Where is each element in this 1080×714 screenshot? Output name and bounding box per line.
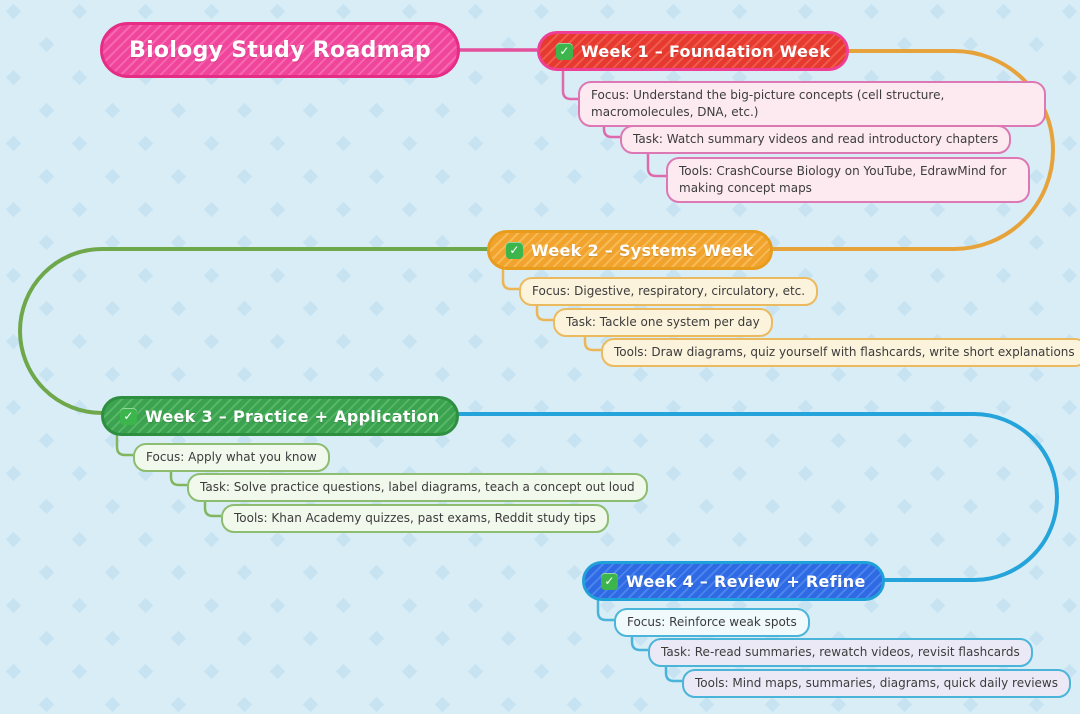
subtopic-week1-tools-label: Tools: CrashCourse Biology on YouTube, E…	[679, 164, 1007, 195]
subtopic-week4-task-label: Task: Re-read summaries, rewatch videos,…	[661, 645, 1020, 659]
connector-week1-focus	[561, 70, 578, 101]
subtopic-week3-tools-label: Tools: Khan Academy quizzes, past exams,…	[234, 511, 596, 525]
connector-week1-tools	[646, 149, 666, 178]
subtopic-week2-focus-label: Focus: Digestive, respiratory, circulato…	[532, 284, 806, 298]
connector-week4-focus	[596, 599, 614, 622]
check-icon: ✓	[506, 241, 523, 259]
subtopic-week1-task-label: Task: Watch summary videos and read intr…	[633, 132, 999, 146]
subtopic-week1-task[interactable]: Task: Watch summary videos and read intr…	[620, 125, 1012, 154]
subtopic-week3-task-label: Task: Solve practice questions, label di…	[200, 480, 635, 494]
connector-week2-week3	[17, 247, 489, 415]
subtopic-week2-tools[interactable]: Tools: Draw diagrams, quiz yourself with…	[601, 338, 1080, 367]
connector-week3-task	[169, 467, 187, 487]
subtopic-week4-tools-label: Tools: Mind maps, summaries, diagrams, q…	[695, 676, 1058, 690]
connector-week4-tools	[664, 662, 682, 683]
topic-week4[interactable]: ✓ Week 4 – Review + Refine	[582, 561, 885, 601]
check-icon: ✓	[120, 407, 137, 425]
connector-week2-focus	[501, 267, 519, 291]
subtopic-week1-focus-label: Focus: Understand the big-picture concep…	[591, 88, 945, 119]
topic-week4-label: Week 4 – Review + Refine	[626, 571, 866, 591]
connector-week2-task	[535, 301, 553, 322]
connector-week3-focus	[115, 433, 133, 457]
topic-week1-label: Week 1 – Foundation Week	[581, 41, 831, 61]
topic-week3[interactable]: ✓ Week 3 – Practice + Application	[101, 396, 459, 436]
connector-week1-week2	[738, 49, 1056, 251]
subtopic-week4-focus[interactable]: Focus: Reinforce weak spots	[614, 608, 810, 637]
subtopic-week2-focus[interactable]: Focus: Digestive, respiratory, circulato…	[519, 277, 819, 306]
subtopic-week1-tools[interactable]: Tools: CrashCourse Biology on YouTube, E…	[666, 157, 1030, 203]
connector-week1-task	[602, 118, 620, 139]
subtopic-week3-task[interactable]: Task: Solve practice questions, label di…	[187, 473, 648, 502]
connector-week3-tools	[203, 497, 221, 518]
subtopic-week3-focus-label: Focus: Apply what you know	[146, 450, 317, 464]
connector-week2-tools	[583, 332, 601, 352]
connector-week4-task	[630, 632, 648, 652]
topic-week3-label: Week 3 – Practice + Application	[145, 406, 440, 426]
topic-week2[interactable]: ✓ Week 2 – Systems Week	[487, 230, 773, 270]
topic-week1[interactable]: ✓ Week 1 – Foundation Week	[537, 31, 850, 71]
subtopic-week2-task[interactable]: Task: Tackle one system per day	[553, 308, 773, 337]
subtopic-week4-focus-label: Focus: Reinforce weak spots	[627, 615, 797, 629]
topic-week2-label: Week 2 – Systems Week	[531, 240, 754, 260]
central-topic[interactable]: Biology Study Roadmap	[100, 22, 461, 78]
check-icon: ✓	[556, 42, 573, 60]
subtopic-week4-tools[interactable]: Tools: Mind maps, summaries, diagrams, q…	[682, 669, 1071, 698]
subtopic-week1-focus[interactable]: Focus: Understand the big-picture concep…	[578, 81, 1046, 127]
central-topic-label: Biology Study Roadmap	[129, 37, 432, 63]
subtopic-week3-tools[interactable]: Tools: Khan Academy quizzes, past exams,…	[221, 504, 609, 533]
subtopic-week3-focus[interactable]: Focus: Apply what you know	[133, 443, 330, 472]
connector-week3-week4	[413, 412, 1060, 582]
subtopic-week4-task[interactable]: Task: Re-read summaries, rewatch videos,…	[648, 638, 1033, 667]
subtopic-week2-tools-label: Tools: Draw diagrams, quiz yourself with…	[614, 345, 1075, 359]
subtopic-week2-task-label: Task: Tackle one system per day	[566, 315, 760, 329]
check-icon: ✓	[601, 572, 618, 590]
